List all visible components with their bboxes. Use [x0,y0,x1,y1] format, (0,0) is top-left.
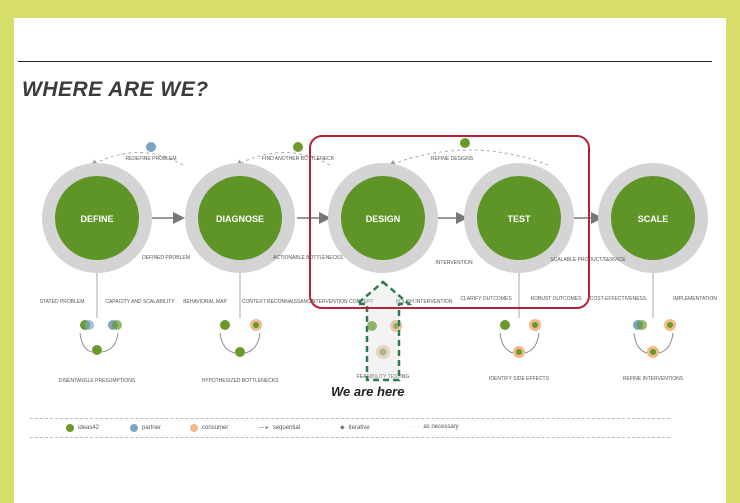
stage-design-label: DESIGN [366,214,401,224]
scale-subcycle [633,319,676,358]
legend-sequential-label: sequential [272,424,301,431]
actionable-bottlenecks-label: ACTIONABLE BOTTLENECKS [273,255,343,261]
behavioral-map-label: BEHAVIORAL MAP [183,299,227,305]
redefine-label: REDEFINE PROBLEM [125,156,176,162]
we-are-here-label: We are here [331,384,405,399]
refine-designs-dot [460,138,470,148]
feasibility-label: FEASIBILITY TESTING [357,374,410,380]
stage-test-label: TEST [507,214,531,224]
redefine-dot [146,142,156,152]
context-label: CONTEXT RECONNAISSANCE [242,299,315,305]
slide-title: WHERE ARE WE? [22,78,209,101]
legend-partner-label: partner [142,425,162,431]
refine-designs-label: REFINE DESIGNS [431,156,474,162]
clarify-label: CLARIFY OUTCOMES [460,296,512,302]
consumer-dot-icon [190,424,198,432]
design-subcycle [367,320,402,359]
refine-designs-arc [388,149,549,167]
legend-as-necessary: · · · as necessary [410,424,459,430]
intervention-label: INTERVENTION [435,260,473,266]
title-rule [18,61,712,62]
test-subcycle [499,319,541,358]
legend-ideas42-label: ideas42 [78,425,100,431]
stage-define-label: DEFINE [80,214,113,224]
ideas42-dot-icon [66,424,74,432]
stage-define: DEFINE [42,163,152,273]
disentangle-label: DISENTANGLE PRESUMPTIONS [59,378,136,384]
we-are-here-arrow [353,280,413,382]
legend-ideas42: ideas42 [66,424,99,432]
polish-label: POLISH INTERVENTION [396,299,453,305]
find-another-dot [293,142,303,152]
legend-consumer: consumer [190,424,228,432]
find-another-label: FIND ANOTHER BOTTLENECK [262,156,335,162]
legend-sequential: — ▸ sequential [258,424,301,432]
capacity-label: CAPACITY AND SCALABILITY [105,299,175,305]
partner-dot-icon [130,424,138,432]
legend-as-necessary-label: as necessary [423,424,459,430]
current-focus-box [309,135,590,309]
stage-test: TEST [464,163,574,273]
stated-problem-label: STATED PROBLEM [40,299,85,305]
find-another-arc [235,152,331,166]
side-effects-label: IDENTIFY SIDE EFFECTS [489,376,550,382]
legend-partner: partner [130,424,161,432]
cost-label: COST-EFFECTIVENESS [590,296,647,302]
refine-interventions-label: REFINE INTERVENTIONS [623,376,684,382]
legend-iterative-label: iterative [348,424,370,431]
stage-diagnose: DIAGNOSE [185,163,295,273]
legend-consumer-label: consumer [202,425,229,431]
iterative-diamond-icon: ◆ [340,425,345,431]
intervention-concept-label: INTERVENTION CONCEPT [311,299,374,305]
implementation-label: IMPLEMENTATION [673,296,717,302]
legend: ideas42 partner consumer — ▸ sequential … [30,418,670,438]
stage-scale: SCALE [598,163,708,273]
diagnose-subcycle [219,319,262,357]
redefine-arc [90,152,184,166]
dotted-line-icon: · · · [410,424,420,430]
sequential-arrow-icon: — ▸ [258,425,269,431]
stage-scale-label: SCALE [638,214,669,224]
stage-diagnose-label: DIAGNOSE [216,214,264,224]
hypothesized-label: HYPOTHESIZED BOTTLENECKS [202,378,280,384]
robust-label: ROBUST OUTCOMES [530,296,582,302]
defined-problem-label: DEFINED PROBLEM [142,255,190,261]
legend-iterative: ◆ iterative [340,424,370,432]
stage-design: DESIGN [328,163,438,273]
define-subcycle [79,320,122,355]
